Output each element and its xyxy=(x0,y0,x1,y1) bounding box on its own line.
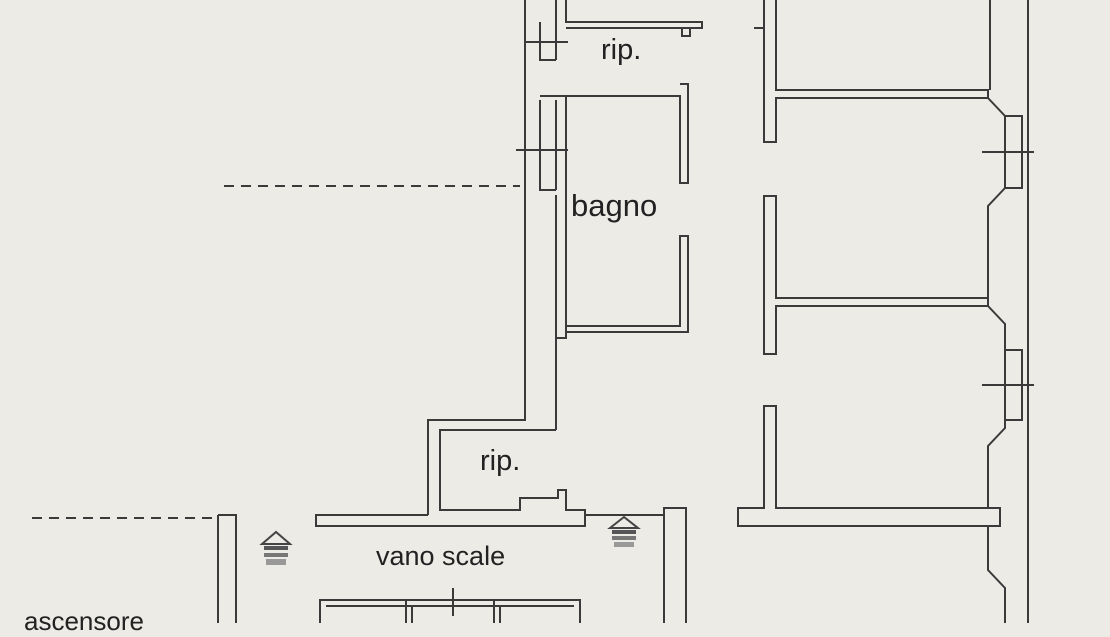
wall-exterior-right xyxy=(987,0,1029,623)
wall-bagno-door xyxy=(516,95,568,191)
room-label-vano-scale: vano scale xyxy=(376,541,506,571)
wall-stair-front xyxy=(586,507,687,623)
wall-window-ticks xyxy=(516,149,1034,420)
room-label-rip-lower: rip. xyxy=(480,445,521,477)
room-label-bagno: bagno xyxy=(571,188,658,223)
room-label-rip-upper: rip. xyxy=(601,34,642,66)
wall-rip-upper xyxy=(565,0,703,37)
wall-rip-lower xyxy=(315,332,586,527)
stair-outline xyxy=(319,588,581,623)
ventilation-hood-icon xyxy=(607,515,641,547)
wall-rip-upper-jamb xyxy=(525,22,568,61)
wall-partition-2 xyxy=(763,195,989,355)
wall-corridor-outer xyxy=(427,0,526,515)
room-label-ascensore: ascensore xyxy=(24,606,144,636)
wall-elevator xyxy=(217,514,237,623)
floor-plan xyxy=(32,0,1034,623)
wall-partition-3 xyxy=(737,405,1001,527)
ventilation-hood-icon xyxy=(259,530,293,565)
wall-partition-1 xyxy=(754,0,989,143)
